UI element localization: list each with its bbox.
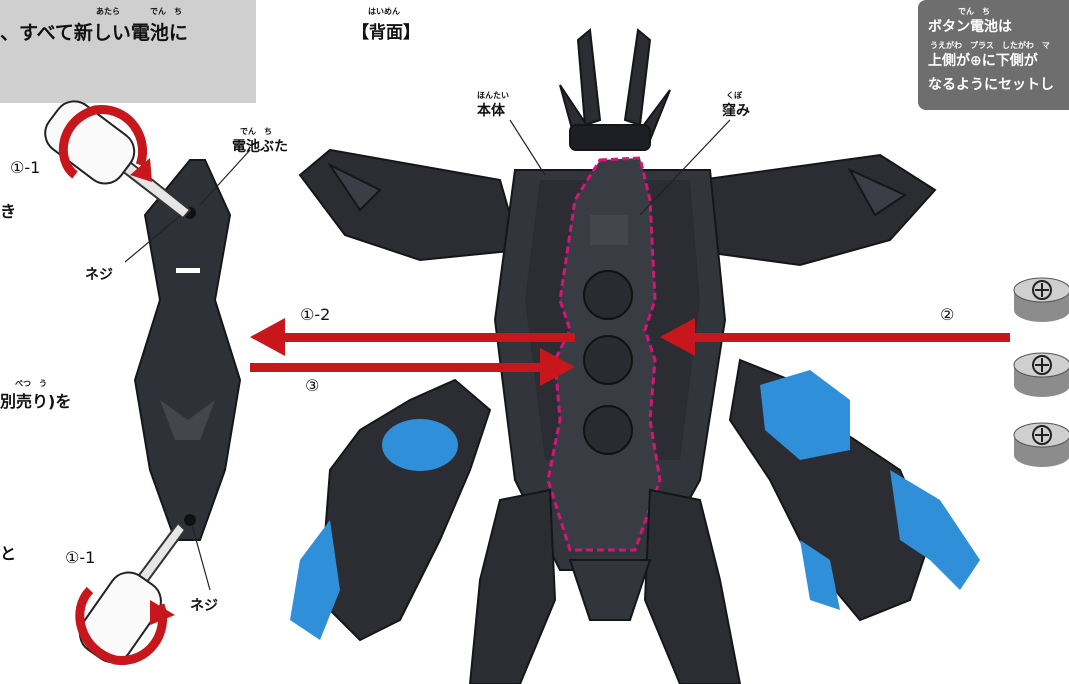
screw-label-bottom: ネジ (190, 598, 218, 614)
instruction-text: 、すべて新しい電池に (0, 22, 188, 44)
arrow-attach-cover (250, 348, 575, 386)
note-line-1: ボタン電池は (928, 19, 1012, 35)
robot-right-arm (728, 358, 980, 622)
note-ruby-1: でん ち (958, 7, 990, 16)
left-text-2: 別売り)を (0, 392, 72, 411)
robot-left-wing (298, 148, 522, 262)
arrow-remove-cover (250, 318, 575, 356)
leader-lines (124, 119, 731, 591)
note-line-3: なるようにセットし (928, 77, 1054, 93)
arrow-insert-batteries (660, 318, 1010, 356)
section-title: 【背面】 (352, 23, 420, 43)
cover-label: 電池ぶた (232, 139, 288, 155)
step-1-1-top: ①-1 (10, 158, 41, 177)
robot-legs (468, 488, 742, 684)
battery-plus-icon (1013, 422, 1069, 467)
battery-compartment (546, 156, 662, 552)
note-ruby-2: うえがわ プラス したがわ マ (930, 41, 1050, 50)
robot-right-wing (688, 153, 937, 267)
left-text-3: と (0, 544, 17, 563)
cover-label-ruby: でん ち (240, 127, 272, 136)
section-title-ruby: はいめん (368, 7, 400, 16)
robot-left-arm (290, 378, 492, 642)
step-1-2: ①-2 (300, 305, 331, 324)
instruction-box: あたら でん ち 、すべて新しい電池に (0, 0, 256, 103)
battery-plus-icon (1013, 277, 1069, 322)
left-text-2-ruby: べつ う (15, 379, 47, 388)
battery-plus-icon (1013, 352, 1069, 397)
step-3: ③ (305, 376, 320, 395)
screwdriver-bottom (75, 521, 187, 665)
instruction-ruby-1: あたら (96, 7, 120, 16)
instruction-ruby-2: でん ち (150, 7, 182, 16)
step-1-1-bottom: ①-1 (65, 548, 96, 567)
robot-head (559, 28, 671, 151)
left-text-1: き (0, 202, 17, 221)
recess-label: 窪み (722, 103, 750, 119)
screwdriver-top (44, 100, 192, 220)
battery-cover (133, 159, 242, 541)
step-2: ② (940, 305, 955, 324)
screw-label-top: ネジ (85, 267, 113, 283)
body-label: 本体 (477, 103, 505, 119)
body-label-ruby: ほんたい (477, 91, 509, 100)
note-box: でん ち ボタン電池は うえがわ プラス したがわ マ 上側が⊕に下側が なるよ… (918, 0, 1069, 110)
note-line-2: 上側が⊕に下側が (928, 53, 1038, 69)
recess-label-ruby: くぼ (726, 91, 742, 100)
